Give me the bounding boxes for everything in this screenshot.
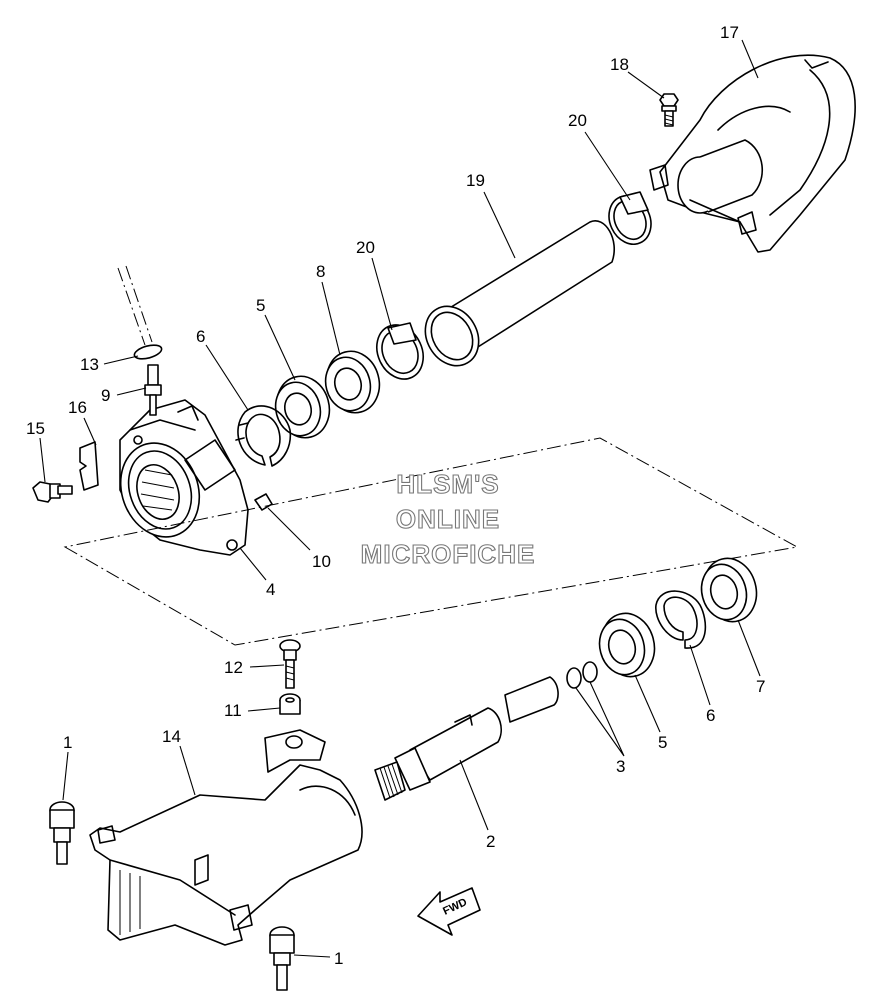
part-20-clamp-upper xyxy=(608,191,652,245)
part-14-lower-housing xyxy=(89,729,363,946)
part-13-clip xyxy=(117,265,163,360)
callout-11: 11 xyxy=(224,701,242,720)
part-11-collar xyxy=(279,693,301,715)
watermark-line-1: HLSM'S xyxy=(396,469,499,499)
part-7-bearing xyxy=(700,557,758,623)
part-6-circlip-lower xyxy=(655,590,707,649)
callout-5-upper: 5 xyxy=(256,296,265,315)
callout-20-upper: 20 xyxy=(568,111,587,130)
callout-14: 14 xyxy=(162,727,181,746)
part-5-bearing-lower xyxy=(598,612,656,678)
callout-1-lower: 1 xyxy=(334,949,343,968)
fwd-direction-arrow: FWD xyxy=(417,887,481,936)
callout-5-lower: 5 xyxy=(658,733,667,752)
part-15-bolt xyxy=(32,481,73,503)
part-6-circlip-upper xyxy=(235,405,292,467)
part-1-fastener-lower xyxy=(269,926,295,991)
part-16-plate xyxy=(79,441,99,491)
part-18-bolt xyxy=(659,93,679,127)
callout-19: 19 xyxy=(466,171,485,190)
part-12-bolt xyxy=(279,639,301,689)
assembly-outline xyxy=(63,437,799,646)
watermark-line-3: MICROFICHE xyxy=(361,539,536,569)
callout-9: 9 xyxy=(101,386,110,405)
part-19-hose xyxy=(424,220,615,367)
part-4-housing xyxy=(119,399,249,556)
callout-numbers: 17 18 20 19 20 8 5 6 13 9 16 15 10 4 12 … xyxy=(26,23,765,968)
part-8-bearing xyxy=(324,350,381,414)
callout-16: 16 xyxy=(68,398,87,417)
callout-8: 8 xyxy=(316,262,325,281)
leader-lines xyxy=(39,39,761,958)
part-9-fitting xyxy=(144,364,162,416)
callout-13: 13 xyxy=(80,355,99,374)
callout-12: 12 xyxy=(224,658,243,677)
part-10-pin xyxy=(254,493,273,511)
callout-1-upper: 1 xyxy=(63,733,72,752)
part-20-clamp-lower xyxy=(376,322,424,380)
callout-18: 18 xyxy=(610,55,629,74)
callout-2: 2 xyxy=(486,832,495,851)
callout-3: 3 xyxy=(616,757,625,776)
part-1-fastener-upper xyxy=(49,801,75,865)
part-17-nozzle xyxy=(649,54,856,253)
watermark-line-2: ONLINE xyxy=(396,504,500,534)
part-3-o-rings xyxy=(566,661,598,689)
callout-17: 17 xyxy=(720,23,739,42)
callout-6-upper: 6 xyxy=(196,327,205,346)
watermark: HLSM'S ONLINE MICROFICHE xyxy=(360,468,536,569)
callout-10: 10 xyxy=(312,552,331,571)
part-2-shaft xyxy=(374,676,559,801)
callout-4: 4 xyxy=(266,580,275,599)
callout-15: 15 xyxy=(26,419,45,438)
callout-7: 7 xyxy=(756,677,765,696)
callout-20-lower: 20 xyxy=(356,238,375,257)
callout-6-lower: 6 xyxy=(706,706,715,725)
